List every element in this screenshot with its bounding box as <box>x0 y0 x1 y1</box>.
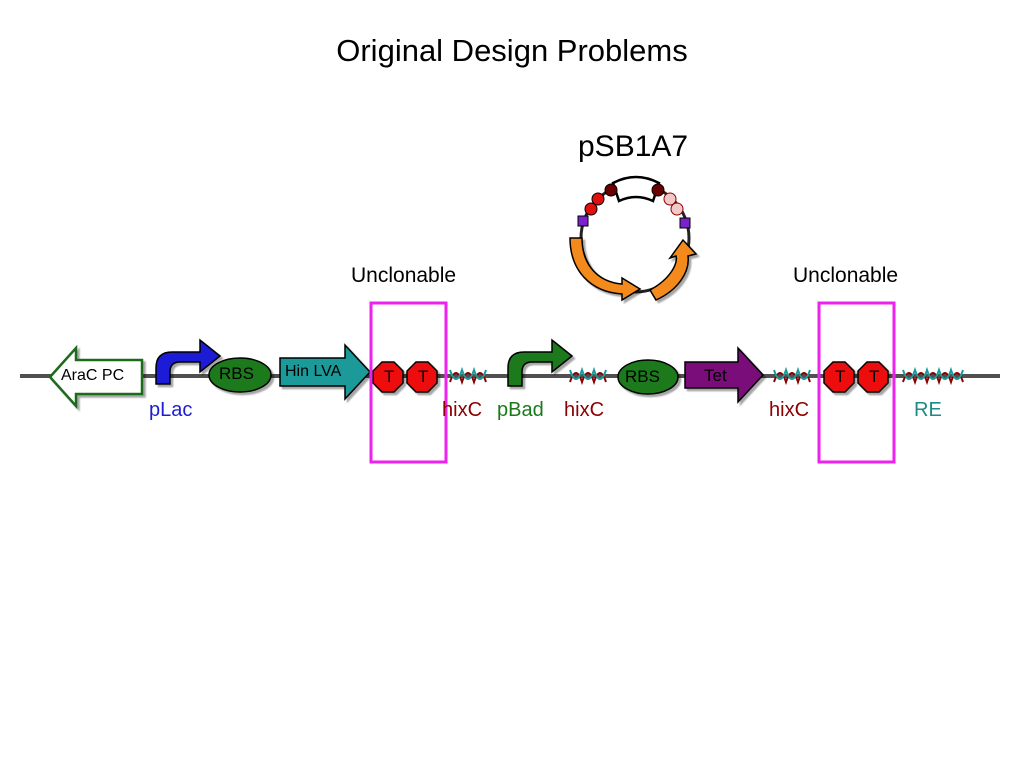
arac-pc-arrow <box>48 344 144 410</box>
rbs-2-label: RBS <box>625 367 660 386</box>
unclonable-label-left: Unclonable <box>351 264 457 287</box>
plasmid-bead <box>584 202 598 216</box>
pbad-label: pBad <box>497 399 544 421</box>
plasmid-bead <box>591 192 605 206</box>
terminator-left-2 <box>406 361 438 393</box>
plasmid-site-square <box>679 217 691 229</box>
hin-lva-arrow <box>279 343 372 401</box>
plasmid-name: pSB1A7 <box>578 130 689 163</box>
terminator-right-1 <box>823 361 855 393</box>
terminator-left-1-label: T <box>384 367 395 386</box>
arac-pc-label: AraC PC <box>61 367 125 384</box>
hin-lva-label: Hin LVA <box>285 363 342 380</box>
terminator-right-1-label: T <box>835 367 846 386</box>
plasmid-arrow-right <box>648 238 698 301</box>
plasmid-arrow-left <box>569 237 642 302</box>
plasmid-bead <box>670 202 684 216</box>
plac-label: pLac <box>149 399 193 421</box>
tet-label: Tet <box>704 366 727 385</box>
plasmid-site-square <box>577 215 589 227</box>
terminator-left-1 <box>372 361 404 393</box>
hixc-label-1: hixC <box>442 399 483 421</box>
terminator-left-2-label: T <box>418 367 429 386</box>
plasmid-insert-box <box>611 175 661 203</box>
rbs-2-shape <box>617 359 679 395</box>
terminator-right-2-label: T <box>869 367 880 386</box>
plasmid-bead <box>651 183 665 197</box>
unclonable-box-right <box>817 301 896 464</box>
plac-promoter-icon <box>155 338 222 385</box>
hixc-label-2: hixC <box>564 399 605 421</box>
re-label: RE <box>914 399 942 421</box>
plasmid-bead <box>663 192 677 206</box>
hixc-site-2 <box>569 366 607 386</box>
rbs-1-shape <box>208 357 272 393</box>
tet-arrow <box>684 346 765 404</box>
hixc-site-1 <box>449 366 487 386</box>
plasmid-bead <box>604 183 618 197</box>
pbad-promoter-icon <box>507 338 574 387</box>
rbs-1-label: RBS <box>219 364 254 383</box>
unclonable-box-left <box>369 301 448 464</box>
hixc-label-3: hixC <box>769 399 810 421</box>
hixc-site-3 <box>773 366 811 386</box>
terminator-right-2 <box>857 361 889 393</box>
plasmid-icon <box>569 175 698 302</box>
slide-title: Original Design Problems <box>336 33 688 68</box>
re-site <box>902 366 964 386</box>
unclonable-label-right: Unclonable <box>793 264 899 287</box>
